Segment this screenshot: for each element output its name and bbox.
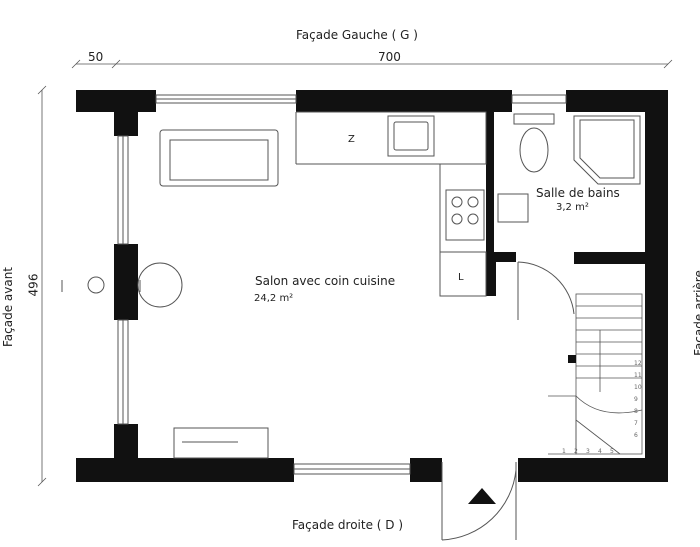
stair-step-number: 11 [634,372,642,379]
bathroom-area: 3,2 m² [556,202,589,213]
stair-step-number: 7 [634,420,638,427]
dimension-height: 496 [26,273,41,297]
toilet-icon [519,127,549,173]
stair-step-number: 12 [634,360,642,367]
stair-step-number: 8 [634,408,638,415]
washbasin-icon [497,193,529,223]
fridge-mark: Z [348,134,355,145]
facade-right-label: Façade droite ( D ) [292,518,404,532]
staircase [548,293,643,455]
stair-post-icon [568,355,576,363]
stair-step-number: 6 [634,432,638,439]
walls [76,90,668,482]
facade-front-label: Façade avant [1,266,16,348]
bathroom-fixtures [497,113,641,223]
furniture [61,111,487,459]
windows [117,94,567,475]
kitchen-corner-mark: L [458,272,464,283]
sink-icon [387,115,435,157]
dimension-offset: 50 [88,50,104,64]
sofa-icon [159,129,279,187]
facade-back-label: Façade arrière [691,270,700,356]
living-room-area: 24,2 m² [254,293,294,304]
bathroom-name: Salle de bains [536,186,620,200]
table-icon [137,262,183,308]
stair-step-number: 9 [634,396,638,403]
dimension-width: 700 [378,50,401,64]
stair-step-number: 3 [586,448,590,455]
living-room-name: Salon avec coin cuisine [255,274,396,288]
entrance-arrow-icon [468,488,496,504]
shower-icon [573,115,641,185]
doors [441,261,575,541]
stair-step-number: 2 [574,448,578,455]
cooktop-icon [445,189,485,241]
stair-step-number: 1 [562,448,566,455]
facade-left-label: Façade Gauche ( G ) [296,28,418,42]
stair-step-number: 5 [610,448,614,455]
stair-step-number: 4 [598,448,602,455]
stair-step-number: 10 [634,384,642,391]
dimension-lines [37,59,673,487]
